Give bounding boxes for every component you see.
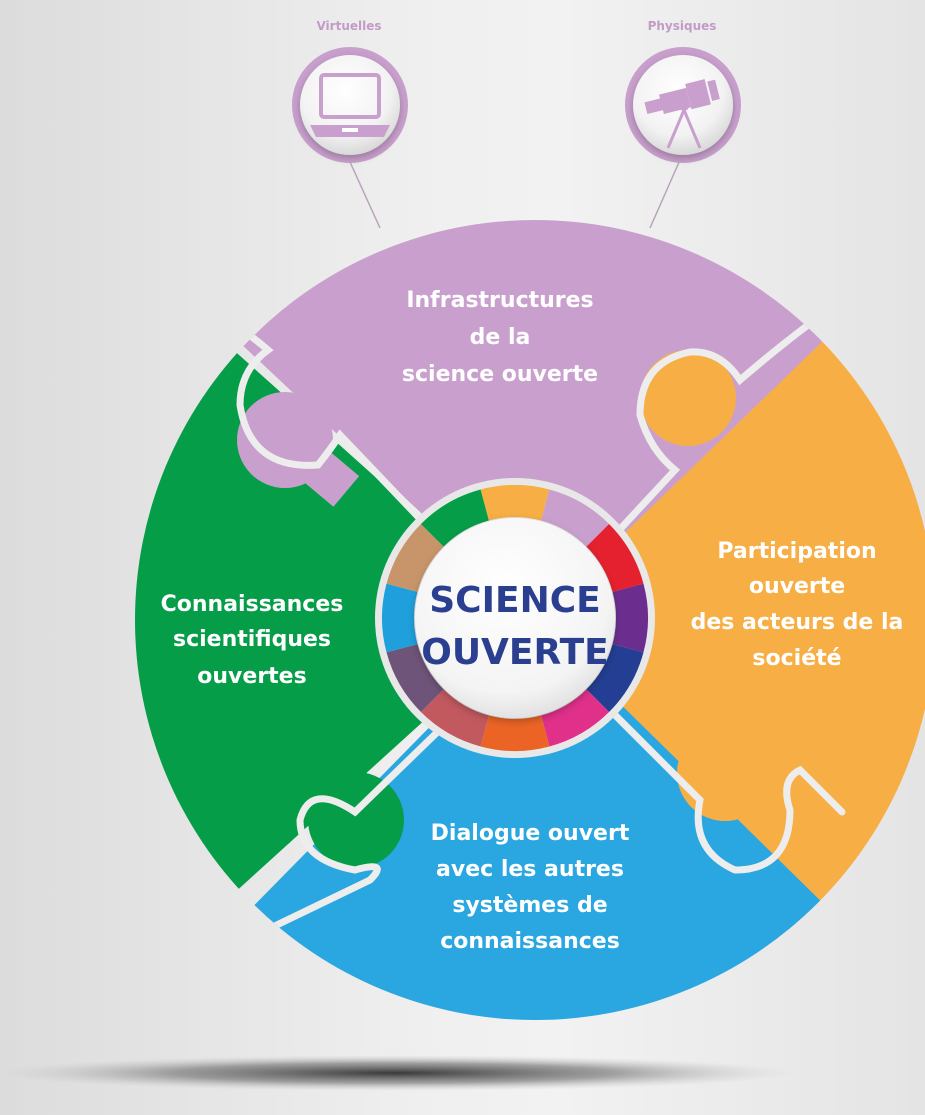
pillar-right-line-2: ouverte [749,574,845,599]
center-ring-segment [480,715,550,752]
connector-line-physiques [649,159,681,229]
pillar-bottom-line-2: avec les autres [436,857,624,882]
connector-line-virtuelles [349,161,381,229]
pillar-right-line-1: Participation [717,539,876,564]
center-ring-segment [541,689,610,747]
pillar-label-top: Infrastructures de la science ouverte [402,288,598,387]
center-ring-segment [386,644,444,713]
center-ring-segment [420,689,489,747]
center-ring-segment [386,523,444,592]
pillar-bottom-line-1: Dialogue ouvert [431,821,630,846]
knob-right-into-top [640,350,736,446]
center-color-ring [382,485,648,752]
pillar-left-line-3: ouvertes [197,664,306,689]
center-ring-segment [420,489,489,547]
center-ring-segment [480,485,550,521]
puzzle-piece-left [135,320,535,930]
pillar-bottom-line-3: systèmes de [452,893,607,918]
center-ring-segment [612,583,648,653]
pillar-label-right: Participation ouverte des acteurs de la … [691,539,904,671]
center-ring-segment [586,523,644,592]
floor-shadow [0,1055,795,1091]
knob-right-into-bottom [677,725,773,821]
infrastructure-label-virtuelles: Virtuelles [316,19,381,33]
pillar-right-line-3: des acteurs de la [691,610,904,635]
pillar-top-line-2: de la [470,325,531,350]
center-disc [415,518,615,718]
pillar-left-line-1: Connaissances [161,592,344,617]
laptop-icon [292,47,408,163]
center-ring-segment [541,489,610,547]
pillar-top-line-3: science ouverte [402,362,598,387]
knob-left-into-bottom [308,772,404,868]
pillar-left-line-2: scientifiques [173,627,331,652]
puzzle-piece-bottom [220,620,840,1020]
center-ring-segment [586,644,644,713]
puzzle-piece-right [535,335,925,920]
infrastructure-label-physiques: Physiques [648,19,717,33]
pillar-right-line-4: société [752,646,841,671]
center-title-line-2: OUVERTE [421,632,609,673]
pillar-label-left: Connaissances scientifiques ouvertes [161,592,344,689]
puzzle-wheel [135,220,925,1020]
center-ring-segment [382,583,418,653]
pillar-top-line-1: Infrastructures [406,288,593,313]
center-title-line-1: SCIENCE [429,580,600,621]
puzzle-piece-top [205,220,860,620]
pillar-bottom-line-4: connaissances [440,929,620,954]
telescope-icon [625,47,741,163]
pillar-label-bottom: Dialogue ouvert avec les autres systèmes… [431,821,630,954]
